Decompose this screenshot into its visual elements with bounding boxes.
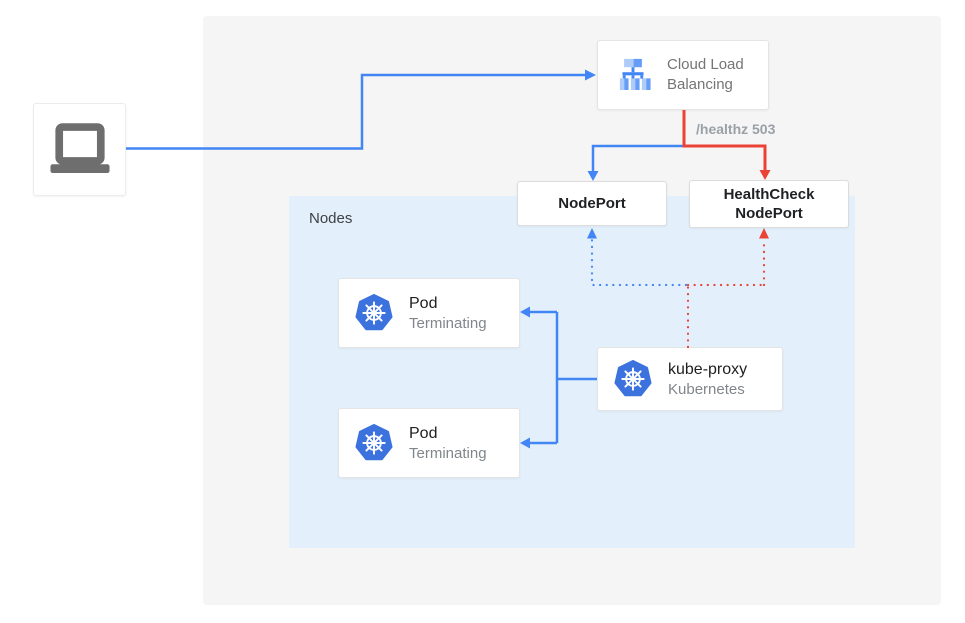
kube-proxy-subtitle: Kubernetes bbox=[668, 380, 745, 398]
nodes-panel-label: Nodes bbox=[309, 210, 353, 227]
pod-title: Pod bbox=[409, 424, 438, 442]
pod-status: Terminating bbox=[409, 444, 487, 462]
cloud-load-balancing-node: Cloud Load Balancing bbox=[597, 40, 769, 110]
laptop-icon bbox=[45, 115, 115, 185]
kubernetes-helm-icon bbox=[355, 424, 393, 462]
kubernetes-helm-icon bbox=[355, 294, 393, 332]
nodeport-node: NodePort bbox=[517, 181, 667, 226]
cloud-load-balancing-icon bbox=[613, 55, 653, 95]
healthcheck-nodeport-label: HealthCheck NodePort bbox=[723, 186, 815, 222]
client-node bbox=[33, 103, 126, 196]
kube-proxy-node: kube-proxy Kubernetes bbox=[597, 347, 783, 411]
pod-terminating-node-1: Pod Terminating bbox=[338, 278, 520, 348]
pod-terminating-node-2: Pod Terminating bbox=[338, 408, 520, 478]
nodeport-label: NodePort bbox=[558, 195, 626, 212]
healthcheck-nodeport-node: HealthCheck NodePort bbox=[689, 180, 849, 228]
cloud-load-balancing-label: Cloud Load Balancing bbox=[667, 56, 744, 93]
kube-proxy-title: kube-proxy bbox=[668, 360, 748, 378]
kubernetes-helm-icon bbox=[614, 360, 652, 398]
pod-status: Terminating bbox=[409, 314, 487, 332]
pod-title: Pod bbox=[409, 294, 438, 312]
healthz-status-label: /healthz 503 bbox=[696, 121, 776, 137]
